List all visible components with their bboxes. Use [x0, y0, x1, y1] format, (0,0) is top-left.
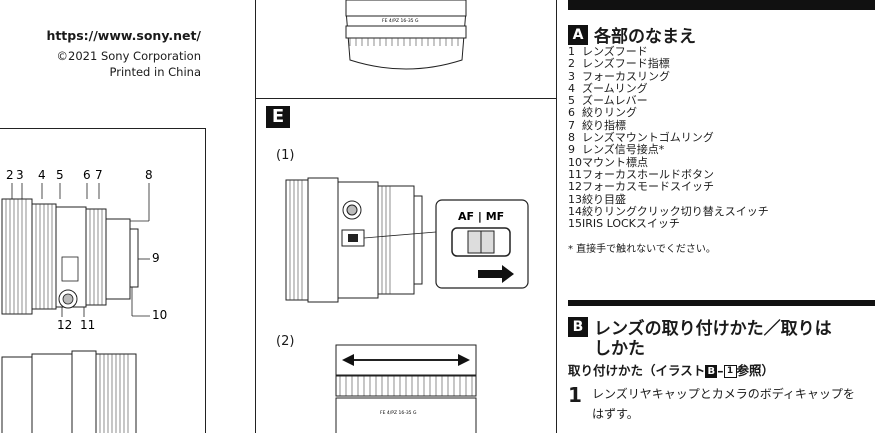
- callout-4: 4: [38, 168, 46, 182]
- section-divider: [256, 98, 556, 99]
- section-b-bar: [568, 300, 875, 306]
- callout-10: 10: [152, 308, 167, 322]
- section-a-badge: A: [568, 24, 588, 45]
- website-url[interactable]: https://www.sony.net/: [46, 28, 201, 43]
- section-b-heading: B レンズの取り付けかた／取りは: [568, 314, 832, 339]
- callout-11: 11: [80, 318, 95, 332]
- lens-side-diagram: 2 3 4 5 6 7 8 9 10 11 12: [1, 168, 167, 433]
- step-number: 1: [568, 383, 582, 407]
- lens-diagram-frame: 2 3 4 5 6 7 8 9 10 11 12: [0, 128, 206, 433]
- lens-top-diagram-partial: FE 4/PZ 16-35 G: [345, 0, 467, 70]
- step-text: レンズリヤキャップとカメラのボディキャップをはずす。: [592, 387, 855, 421]
- middle-column: FE 4/PZ 16-35 G E (1) AF | MF (2): [255, 0, 557, 433]
- section-b-title-cont: しかた: [594, 339, 645, 359]
- left-column: https://www.sony.net/ ©2021 Sony Corpora…: [0, 0, 215, 433]
- illustration-1-box: 1: [723, 365, 737, 378]
- callout-12: 12: [57, 318, 72, 332]
- section-a-title: 各部のなまえ: [594, 27, 696, 47]
- callout-3: 3: [16, 168, 24, 182]
- focus-mode-switch-label: AF | MF: [458, 210, 504, 223]
- lens-focus-switch-diagram: AF | MF: [285, 177, 529, 303]
- figure-label-1: (1): [276, 148, 295, 163]
- copyright-line: ©2021 Sony Corporation: [56, 49, 201, 63]
- callout-6: 6: [83, 168, 91, 182]
- step-1: 1 レンズリヤキャップとカメラのボディキャップをはずす。: [568, 384, 862, 424]
- footnote: * 直接手で触れないでください。: [568, 244, 716, 255]
- list-item: 13絞り目盛: [568, 192, 626, 206]
- copyright-block: ©2021 Sony Corporation Printed in China: [57, 48, 201, 80]
- callout-5: 5: [56, 168, 64, 182]
- section-b-badge: B: [568, 316, 588, 337]
- list-item: 11フォーカスホールドボタン: [568, 167, 714, 181]
- lens-model-text: FE 4/PZ 16-35 G: [380, 410, 417, 416]
- callout-8: 8: [145, 168, 153, 182]
- section-a-bar: [568, 0, 875, 10]
- callout-7: 7: [95, 168, 103, 182]
- list-item: 12フォーカスモードスイッチ: [568, 180, 714, 194]
- section-e-badge: E: [266, 106, 290, 128]
- printed-in-line: Printed in China: [109, 65, 201, 79]
- list-item: 14絞りリングクリック切り替えスイッチ: [568, 204, 769, 218]
- section-a-heading: A 各部のなまえ: [568, 22, 696, 47]
- lens-model-text-top: FE 4/PZ 16-35 G: [382, 18, 419, 24]
- figure-label-2: (2): [276, 334, 295, 349]
- callout-2: 2: [6, 168, 14, 182]
- lens-top-diagram: FE 4/PZ 16-35 G: [335, 344, 477, 433]
- list-item: 10マウント標点: [568, 155, 648, 169]
- callout-9: 9: [152, 251, 160, 265]
- list-item: 15IRIS LOCKスイッチ: [568, 217, 680, 231]
- section-b-title: レンズの取り付けかた／取りは: [594, 319, 832, 339]
- illustration-b-badge: B: [705, 365, 718, 378]
